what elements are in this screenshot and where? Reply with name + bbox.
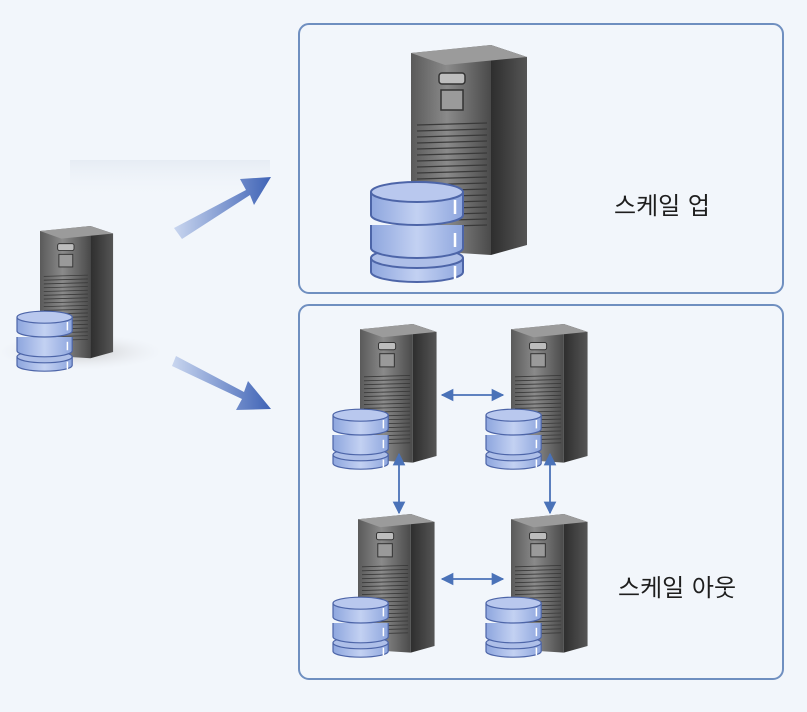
- scale-up-panel: [298, 23, 784, 294]
- database-icon: [16, 310, 73, 372]
- highlight-band: [70, 160, 270, 200]
- scale-out-label: 스케일 아웃: [618, 574, 737, 602]
- database-icon: [485, 408, 542, 470]
- arrow-icon: [172, 356, 271, 410]
- scale-up-label: 스케일 업: [614, 192, 710, 220]
- database-icon: [332, 408, 389, 470]
- arrow-icon: [174, 177, 271, 239]
- database-icon: [485, 596, 542, 658]
- database-icon: [369, 180, 465, 284]
- database-icon: [332, 596, 389, 658]
